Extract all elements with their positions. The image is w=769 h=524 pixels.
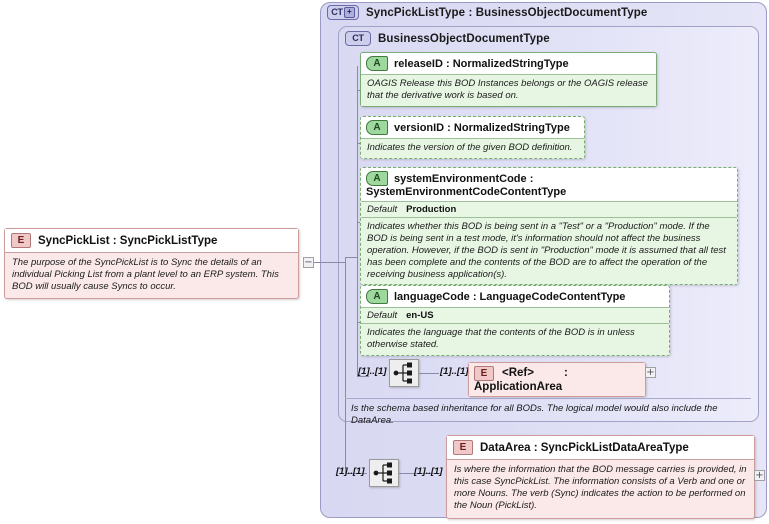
expand-applicationarea-icon[interactable]: +: [645, 367, 656, 378]
attribute-name: languageCode : LanguageCodeContentType: [394, 290, 626, 303]
connector-spine: [357, 66, 358, 376]
element-applicationarea[interactable]: E <Ref>: ApplicationArea: [468, 362, 646, 397]
cardinality-applicationarea-left: [1]..[1]: [358, 366, 387, 377]
cardinality-dataarea-right: [1]..[1]: [414, 466, 443, 477]
sequence-icon-dataarea[interactable]: [369, 459, 399, 487]
complextype-header: CT+ SyncPickListType : BusinessObjectDocu…: [327, 5, 647, 20]
attribute-name: systemEnvironmentCode : SystemEnvironmen…: [366, 172, 567, 199]
connector-dataarea: [345, 473, 367, 474]
schema-note: Is the schema based inheritance for all …: [345, 398, 751, 432]
default-value: en-US: [406, 310, 434, 321]
cardinality-applicationarea-right: [1]..[1]: [440, 366, 469, 377]
attribute-default-row: Default en-US: [361, 307, 669, 323]
element-description: Is where the information that the BOD me…: [447, 459, 754, 518]
attribute-description: OAGIS Release this BOD Instances belongs…: [361, 74, 656, 106]
ref-label: <Ref>: [502, 367, 534, 380]
sequence-icon-applicationarea[interactable]: [389, 359, 419, 387]
attribute-badge: A: [366, 171, 388, 186]
attribute-badge: A: [366, 289, 388, 304]
connector-from-root: [345, 257, 358, 258]
attribute-description: Indicates the version of the given BOD d…: [361, 138, 584, 158]
attribute-description: Indicates whether this BOD is being sent…: [361, 217, 737, 285]
connector-root-to-type: [314, 262, 345, 263]
default-label: Default: [367, 310, 398, 321]
complextype-badge[interactable]: CT+: [327, 5, 359, 20]
element-syncpicklist[interactable]: E SyncPickList : SyncPickListType The pur…: [4, 228, 299, 300]
attribute-default-row: Default Production: [361, 201, 737, 218]
attribute-name: versionID : NormalizedStringType: [394, 121, 570, 134]
basetype-badge[interactable]: CT: [345, 31, 371, 46]
basetype-header: CT BusinessObjectDocumentType: [345, 31, 550, 46]
element-badge: E: [474, 366, 494, 381]
ref-row: E <Ref>: ApplicationArea: [469, 363, 645, 396]
element-description: The purpose of the SyncPickList is to Sy…: [5, 252, 298, 298]
connector-root-vertical: [345, 257, 346, 473]
basetype-title: BusinessObjectDocumentType: [378, 32, 550, 45]
sequence-glyph: [393, 362, 412, 384]
complextype-title: SyncPickListType : BusinessObjectDocumen…: [366, 6, 648, 19]
expand-icon[interactable]: +: [343, 7, 355, 18]
connector-dataarea-right: [399, 473, 441, 474]
attribute-name: releaseID : NormalizedStringType: [394, 57, 569, 70]
default-label: Default: [367, 204, 398, 216]
cardinality-dataarea-left: [1]..[1]: [336, 466, 365, 477]
default-value: Production: [406, 204, 457, 216]
connector-appref: [419, 373, 439, 374]
attribute-badge: A: [366, 120, 388, 135]
element-header: E DataArea : SyncPickListDataAreaType: [447, 436, 754, 459]
expand-dataarea-icon[interactable]: +: [754, 470, 765, 481]
attribute-description: Indicates the language that the contents…: [361, 323, 669, 355]
collapse-syncpicklist-icon[interactable]: −: [303, 257, 314, 268]
attribute-badge: A: [366, 56, 388, 71]
element-badge: E: [453, 440, 473, 455]
connector-to-compositor: [357, 376, 369, 377]
element-header: E SyncPickList : SyncPickListType: [5, 229, 298, 252]
sequence-glyph: [373, 462, 392, 484]
ref-type: : ApplicationArea: [474, 367, 568, 393]
element-title: SyncPickList : SyncPickListType: [38, 234, 218, 247]
element-badge: E: [11, 233, 31, 248]
element-dataarea[interactable]: E DataArea : SyncPickListDataAreaType Is …: [446, 435, 755, 519]
element-title: DataArea : SyncPickListDataAreaType: [480, 441, 689, 454]
